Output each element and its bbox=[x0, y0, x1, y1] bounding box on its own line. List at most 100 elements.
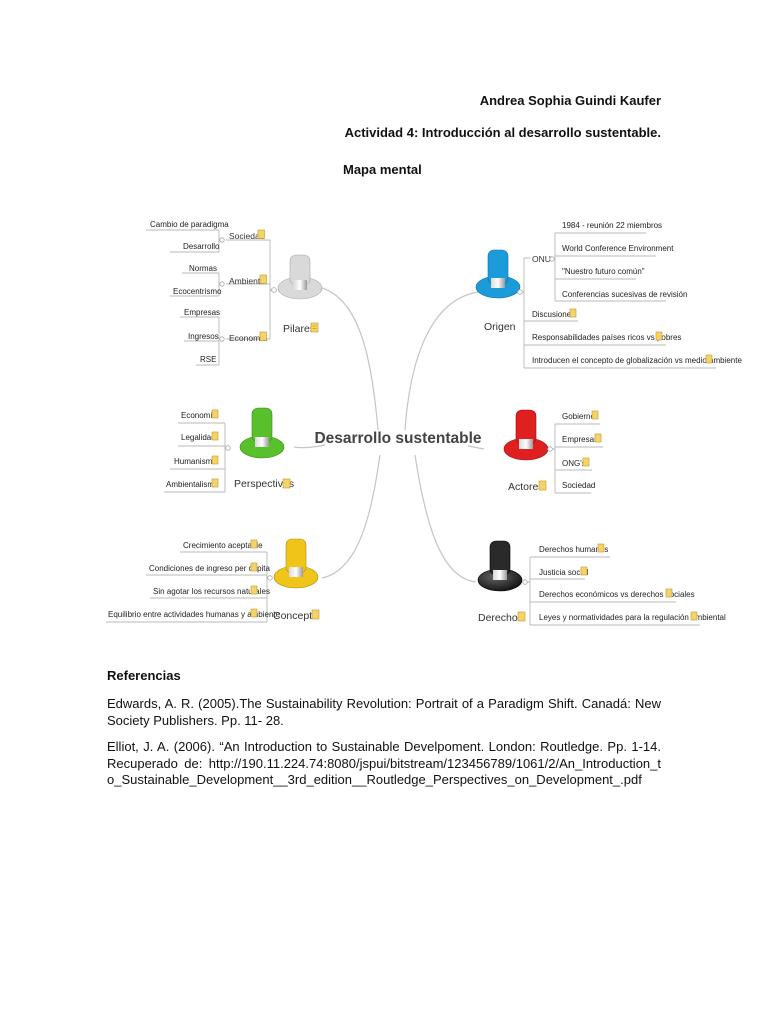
perspectivas-label: Perspectivas bbox=[234, 478, 294, 490]
derechos-item: Leyes y normatividades para la regulació… bbox=[539, 613, 726, 622]
origen-item: Introducen el concepto de globalización … bbox=[532, 356, 742, 365]
pilares-sociedad-item: Desarrollo bbox=[183, 242, 220, 251]
actores-node-cap bbox=[515, 409, 537, 445]
pilares-note-icon bbox=[310, 322, 319, 333]
note-icon bbox=[250, 608, 258, 618]
note-icon bbox=[569, 308, 577, 318]
derechos-label: Derechos bbox=[478, 612, 523, 624]
reference-entry: Elliot, J. A. (2006). “An Introduction t… bbox=[107, 739, 661, 787]
actores-node-icon bbox=[503, 409, 549, 461]
pilares-ambiente-label: Ambiente bbox=[229, 276, 265, 286]
origen-label: Origen bbox=[484, 321, 516, 333]
perspectivas-item: Humanismo bbox=[174, 457, 217, 466]
origen-onu-item: "Nuestro futuro común" bbox=[562, 267, 645, 276]
concepto-item: Sin agotar los recursos naturales bbox=[153, 587, 270, 596]
author-name: Andrea Sophia Guindi Kaufer bbox=[479, 93, 661, 108]
concepto-label: Concepto bbox=[273, 610, 318, 622]
pilares-sociedad-label: Sociedad bbox=[229, 231, 265, 241]
actores-collapse-knob[interactable] bbox=[547, 446, 553, 452]
pilares-economia-item: Empresas bbox=[184, 308, 220, 317]
actores-item: ONG's bbox=[562, 459, 586, 468]
perspectivas-item: Economía bbox=[181, 411, 218, 420]
note-icon bbox=[580, 566, 588, 576]
note-icon bbox=[211, 409, 219, 419]
branch-derechos: Derechos Derechos humanos Justicia socia… bbox=[477, 540, 726, 626]
branch-pilares: Pilares Sociedad Cambio de paradigma Des… bbox=[146, 220, 323, 366]
mind-map: Desarrollo sustentable Pilares Sociedad … bbox=[106, 220, 742, 626]
pilares-ambiente-item: Normas bbox=[189, 264, 217, 273]
connector-pilares bbox=[321, 287, 379, 431]
note-icon bbox=[655, 331, 663, 341]
note-icon bbox=[690, 611, 698, 621]
origen-onu-item: World Conference Environment bbox=[562, 244, 674, 253]
derechos-item: Derechos humanos bbox=[539, 545, 608, 554]
branch-actores: Actores Gobierno Empresas ONG's Sociedad bbox=[503, 409, 603, 494]
note-icon bbox=[591, 410, 599, 420]
pilares-economia-label: Economía bbox=[229, 333, 268, 343]
pilares-sociedad-item: Cambio de paradigma bbox=[150, 220, 229, 229]
pilares-label: Pilares bbox=[283, 323, 315, 335]
note-icon bbox=[250, 585, 258, 595]
connector-perspectivas bbox=[293, 444, 326, 449]
note-icon bbox=[211, 431, 219, 441]
connector-actores bbox=[467, 445, 485, 450]
branch-concepto: Concepto Crecimiento aceptable Condicion… bbox=[106, 538, 320, 623]
note-icon bbox=[211, 478, 219, 488]
origen-onu-item: 1984 - reunión 22 miembros bbox=[562, 221, 662, 230]
connector-derechos bbox=[414, 454, 477, 583]
perspectivas-node-cap bbox=[251, 407, 273, 443]
perspectivas-item: Legalidad bbox=[181, 433, 216, 442]
derechos-node-cap bbox=[489, 540, 511, 576]
actores-note-icon bbox=[538, 480, 547, 491]
note-icon bbox=[582, 457, 590, 467]
perspectivas-collapse-knob[interactable] bbox=[225, 445, 231, 451]
perspectivas-node-icon bbox=[239, 407, 285, 459]
note-icon bbox=[597, 543, 605, 553]
perspectivas-note-icon bbox=[282, 478, 291, 489]
derechos-item: Derechos económicos vs derechos sociales bbox=[539, 590, 695, 599]
note-icon bbox=[250, 562, 258, 572]
actores-item: Sociedad bbox=[562, 481, 595, 490]
origen-onu-label: ONU bbox=[532, 254, 551, 264]
mindmap-subtitle: Mapa mental bbox=[343, 162, 422, 177]
actores-item: Empresas bbox=[562, 435, 598, 444]
references-heading: Referencias bbox=[107, 668, 181, 683]
pilares-collapse-knob[interactable] bbox=[271, 287, 277, 293]
center-topic: Desarrollo sustentable bbox=[314, 430, 481, 447]
branch-perspectivas: Perspectivas Economía Legalidad Humanism… bbox=[164, 407, 294, 493]
origen-node-icon bbox=[475, 249, 521, 299]
origen-collapse-knob[interactable] bbox=[517, 289, 523, 295]
origen-onu-item: Conferencias sucesivas de revisión bbox=[562, 290, 687, 299]
derechos-note-icon bbox=[517, 611, 526, 622]
ambiente-note-icon bbox=[259, 274, 267, 284]
activity-title: Actividad 4: Introducción al desarrollo … bbox=[344, 125, 661, 140]
pilares-economia-item: RSE bbox=[200, 355, 216, 364]
actores-label: Actores bbox=[508, 481, 544, 493]
references-section: Referencias Edwards, A. R. (2005).The Su… bbox=[107, 668, 661, 799]
note-icon bbox=[705, 354, 713, 364]
concepto-node-icon bbox=[273, 538, 319, 589]
concepto-collapse-knob[interactable] bbox=[267, 575, 273, 581]
note-icon bbox=[594, 433, 602, 443]
sociedad-note-icon bbox=[257, 229, 265, 239]
branch-origen: Origen ONU 1984 - reunión 22 miembros Wo… bbox=[475, 221, 742, 369]
derechos-collapse-knob[interactable] bbox=[522, 579, 528, 585]
derechos-item: Justicia social bbox=[539, 568, 589, 577]
perspectivas-item: Ambientalismo bbox=[166, 480, 219, 489]
economia-note-icon bbox=[259, 331, 267, 341]
concepto-item: Equilibrio entre actividades humanas y a… bbox=[108, 610, 281, 619]
connector-origen bbox=[404, 291, 479, 431]
note-icon bbox=[665, 588, 673, 598]
note-icon bbox=[250, 539, 258, 549]
concepto-item: Condiciones de ingreso per cápita bbox=[149, 564, 271, 573]
reference-entry: Edwards, A. R. (2005).The Sustainability… bbox=[107, 696, 661, 728]
pilares-economia-item: Ingresos bbox=[188, 332, 219, 341]
note-icon bbox=[211, 455, 219, 465]
pilares-ambiente-item: Ecocentrismo bbox=[173, 287, 222, 296]
derechos-node-icon bbox=[477, 540, 523, 592]
concepto-item: Crecimiento aceptable bbox=[183, 541, 263, 550]
actores-item: Gobierno bbox=[562, 412, 595, 421]
concepto-note-icon bbox=[311, 609, 320, 620]
origen-item: Responsabilidades países ricos vs pobres bbox=[532, 333, 681, 342]
origen-item: Discusiones bbox=[532, 310, 575, 319]
